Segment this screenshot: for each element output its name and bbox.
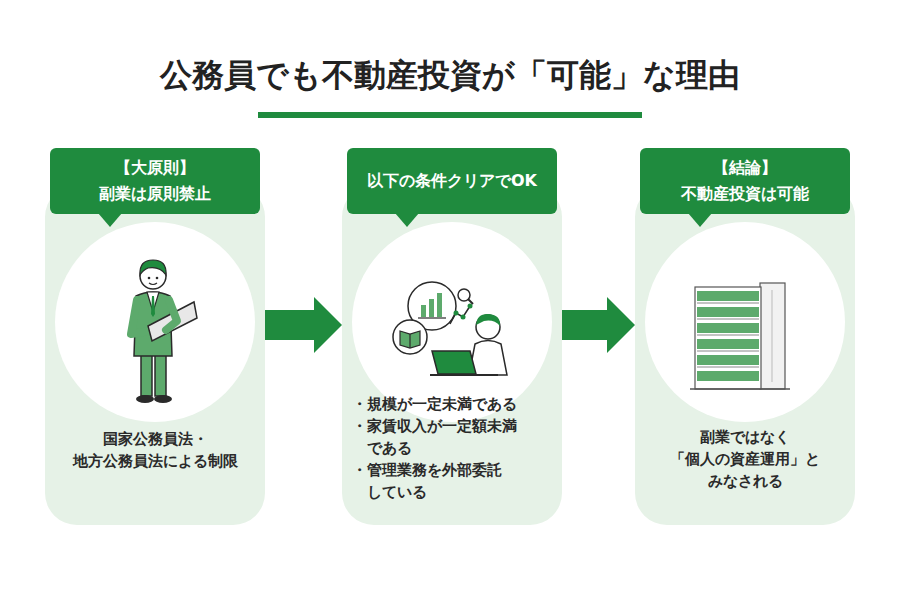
header-fill [347,148,557,214]
panel-shape [45,185,265,525]
header-text: 以下の条件クリアでOK [367,168,537,194]
condition-item: ・管理業務を外部委託している [352,459,509,503]
header-box: 【結論】不動産投資は可能 [640,148,850,214]
content-panel: 国家公務員法・ 地方公務員法による制限 [45,185,265,525]
panel-text-group: 国家公務員法・ 地方公務員法による制限 [55,428,255,472]
diagram-title: 公務員でも不動産投資が「可能」な理由 [0,50,900,100]
header-text: 不動産投資は可能 [681,181,809,207]
title-underline [258,112,642,118]
content-panel: 副業ではなく 「個人の資産運用」と みなされる [635,185,855,525]
panel-circle [352,222,552,422]
panel-fill [45,185,265,525]
header-shape [50,148,260,214]
header-fill [50,148,260,214]
panel-fill [342,185,562,525]
header-shape [640,148,850,214]
header-text-group: 【大原則】副業は原則禁止 [50,148,260,214]
condition-item: ・家賃収入が一定額未満である [352,415,522,459]
header-text: 【大原則】 [115,155,195,181]
condition-item: ・規模が一定未満である [352,393,522,415]
panel-text: 副業ではなく 「個人の資産運用」と みなされる [645,426,845,492]
flow-arrow [562,297,635,353]
panel-text: 国家公務員法・ 地方公務員法による制限 [55,428,255,472]
header-box: 【大原則】副業は原則禁止 [50,148,260,214]
panel-circle [55,222,255,422]
header-fill [640,148,850,214]
header-text: 副業は原則禁止 [99,181,211,207]
panel-fill [635,185,855,525]
content-panel: ・規模が一定未満である・家賃収入が一定額未満である・管理業務を外部委託している [342,185,562,525]
panel-circle [645,222,845,422]
panel-text-group: ・規模が一定未満である・家賃収入が一定額未満である・管理業務を外部委託している [352,393,552,503]
flow-arrow [265,297,342,353]
header-box: 以下の条件クリアでOK [347,148,557,214]
panel-text-group: 副業ではなく 「個人の資産運用」と みなされる [645,426,845,492]
header-text-group: 【結論】不動産投資は可能 [640,148,850,214]
header-text: 【結論】 [713,155,777,181]
header-text-group: 以下の条件クリアでOK [347,148,557,214]
